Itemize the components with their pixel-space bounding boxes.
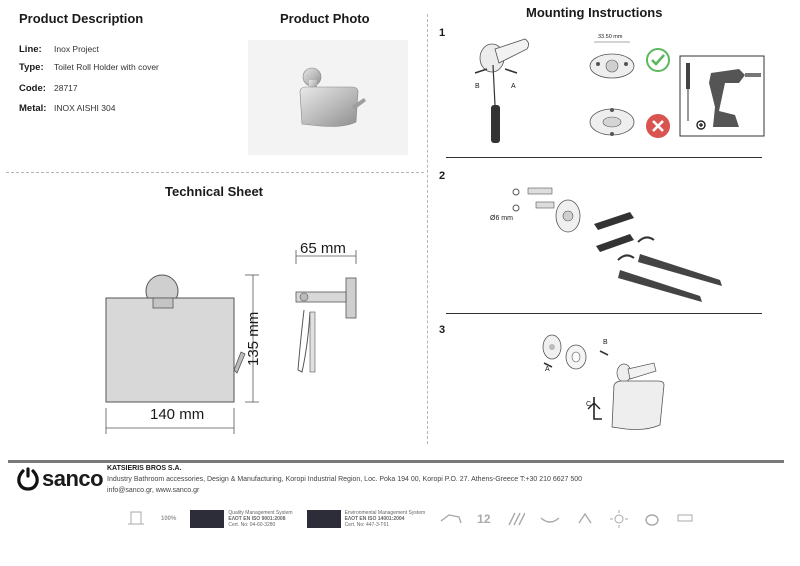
- spec-value: 28717: [54, 83, 78, 93]
- sanco-logo: sanco: [17, 466, 104, 492]
- divider: [6, 172, 424, 173]
- footer-rule: [8, 460, 784, 463]
- step-2-drilling-illustration: [512, 187, 722, 302]
- hotel-icon: [128, 511, 144, 525]
- wave-icon: [540, 517, 559, 523]
- step-1-label-b: B: [475, 83, 480, 90]
- badge-12-text: 12: [477, 512, 491, 526]
- step-divider: [446, 157, 762, 158]
- check-icon: [646, 48, 670, 72]
- step-2-number: 2: [439, 170, 446, 182]
- spec-value: INOX AISHI 304: [54, 103, 116, 113]
- metal-icon: [677, 514, 693, 522]
- height-value: 135 mm: [245, 311, 262, 366]
- stripes-icon: [507, 512, 525, 526]
- spec-label: Line:: [19, 44, 42, 55]
- company-name: KATSIERIS BROS S.A.: [107, 465, 182, 472]
- quality-cert-line-2: ΕΛΟΤ EN ISO 9001:2008: [228, 516, 286, 522]
- certification-row: 100% Quality Management System ΕΛΟΤ EN I…: [125, 509, 695, 529]
- step-3-number: 3: [439, 324, 446, 336]
- company-contact: info@sanco.gr, www.sanco.gr: [107, 487, 200, 494]
- step-1-screwdriver-illustration: [474, 38, 529, 143]
- step-1-plate-correct: [589, 41, 635, 79]
- spec-metal: Metal: INOX AISHI 304: [19, 103, 115, 114]
- step-3-label-c: C: [586, 401, 592, 408]
- sanco-logo-icon: [17, 467, 39, 491]
- quality-cert-line-1: Quality Management System: [228, 510, 293, 516]
- product-description-heading: Product Description: [19, 11, 144, 26]
- side-view-drawing: [295, 250, 357, 373]
- width-value: 140 mm: [150, 406, 205, 423]
- product-photo-heading: Product Photo: [280, 11, 370, 26]
- cleaning-icon: [644, 514, 659, 526]
- dimension-width-label: 140 mm: [150, 406, 204, 423]
- toilet-roll-holder-image: [299, 67, 366, 127]
- sun-icon: [609, 510, 628, 528]
- badge-recyclable: 100%: [161, 516, 176, 522]
- spec-value: Inox Project: [54, 44, 99, 54]
- step-3-assembly-illustration: [542, 334, 665, 430]
- step-2-drill-size: Ø6 mm: [490, 215, 513, 222]
- quality-cert-seal: [190, 510, 225, 528]
- spec-type: Type: Toilet Roll Holder with cover: [19, 62, 159, 73]
- tap-water-icon: [440, 514, 462, 524]
- dimension-depth-label: 65 mm: [300, 240, 346, 257]
- spec-label: Code:: [19, 83, 46, 94]
- technical-sheet-heading: Technical Sheet: [165, 184, 264, 199]
- badge-100-text: 100%: [161, 516, 177, 522]
- company-address: Industry Bathroom accessories, Design & …: [107, 476, 583, 483]
- badge-warranty: 12: [477, 512, 490, 526]
- env-cert-line-1: Environmental Management System: [344, 510, 426, 516]
- spec-label: Type:: [19, 62, 44, 73]
- step-3-label-a: A: [545, 366, 550, 373]
- spec-value: Toilet Roll Holder with cover: [54, 62, 159, 72]
- step-1-label-a: A: [511, 83, 516, 90]
- step-divider: [446, 313, 762, 314]
- front-view-drawing: [105, 274, 259, 434]
- spec-code: Code: 28717: [19, 83, 78, 94]
- depth-value: 65 mm: [300, 240, 346, 257]
- mounting-instructions-heading: Mounting Instructions: [526, 5, 663, 20]
- step-1-number: 1: [439, 27, 446, 39]
- env-cert-line-3: Cert. No: 447-3-T61: [344, 522, 390, 528]
- quality-certificate: Quality Management System ΕΛΟΤ EN ISO 90…: [190, 510, 293, 528]
- quality-cert-line-3: Cert. No: 04-60-3280: [228, 522, 276, 528]
- triangle-icon: [577, 512, 592, 524]
- dimension-height-label: 135 mm: [245, 312, 262, 366]
- divider: [427, 14, 428, 444]
- step-1-plate-incorrect: [589, 108, 635, 136]
- spec-line: Line: Inox Project: [19, 44, 99, 55]
- env-cert-line-2: ΕΛΟΤ EN ISO 14001:2004: [344, 516, 405, 522]
- step-3-label-b: B: [603, 339, 608, 346]
- tools-box: [679, 55, 765, 137]
- spec-label: Metal:: [19, 103, 47, 114]
- env-cert-seal: [306, 510, 341, 528]
- step-1-plate-dimension: 33.50 mm: [598, 34, 623, 40]
- product-photo: [248, 40, 408, 155]
- environmental-certificate: Environmental Management System ΕΛΟΤ EN …: [306, 510, 426, 528]
- logo-wordmark: sanco: [42, 466, 104, 491]
- cross-icon: [646, 114, 670, 138]
